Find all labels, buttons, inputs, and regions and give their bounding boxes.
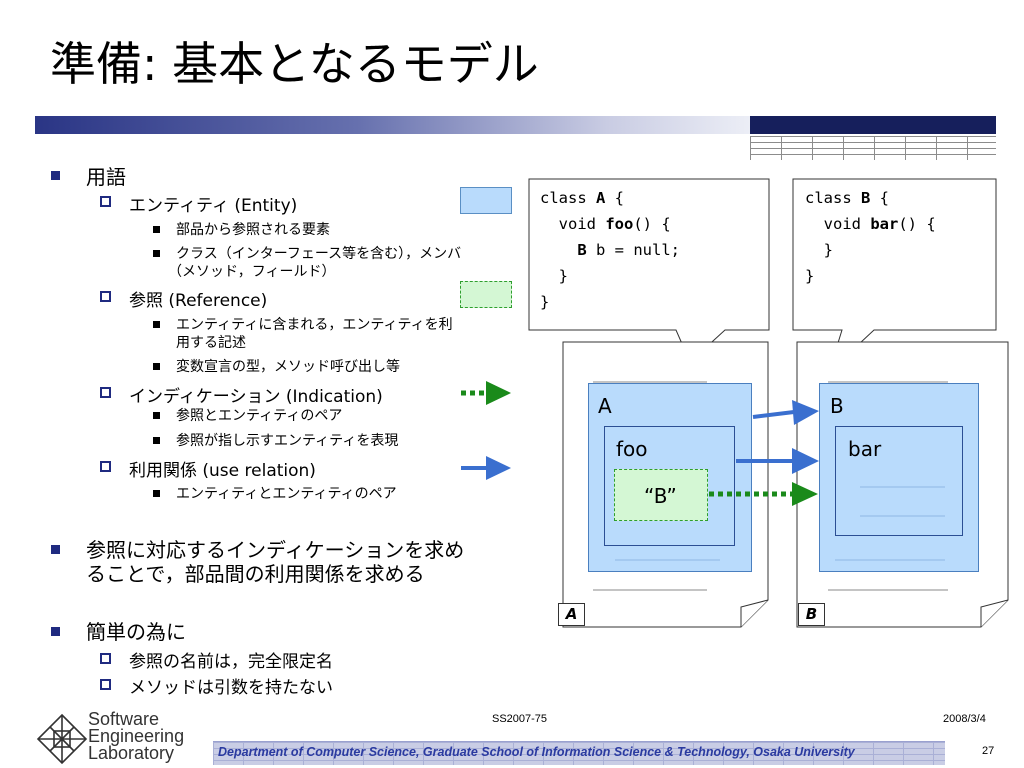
title-underline-bar bbox=[35, 116, 750, 134]
bullet-small-icon bbox=[153, 250, 160, 257]
code-class-b: class B { void bar() { } } bbox=[805, 189, 936, 285]
indication-desc: 参照とエンティティのペア bbox=[176, 408, 343, 424]
item-entity: エンティティ (Entity) bbox=[129, 196, 298, 216]
bullet-hollow-icon bbox=[100, 461, 111, 472]
legend-use-arrow-icon bbox=[461, 456, 511, 480]
use-relation-desc: エンティティとエンティティのペア bbox=[176, 486, 397, 502]
legend-entity-box bbox=[460, 187, 512, 214]
bullet-small-icon bbox=[153, 363, 160, 370]
footer-center-text: SS2007-75 bbox=[492, 713, 548, 725]
card-decorative-lines bbox=[593, 381, 948, 591]
reference-desc-cont: 用する記述 bbox=[176, 335, 246, 351]
bullet-square-icon bbox=[51, 171, 60, 180]
bullet-hollow-icon bbox=[100, 291, 111, 302]
item-reference: 参照 (Reference) bbox=[129, 291, 268, 311]
bullet-hollow-icon bbox=[100, 196, 111, 207]
legend-indication-arrow-icon bbox=[461, 381, 511, 405]
reference-desc: エンティティに含まれる，エンティティを利 bbox=[176, 317, 453, 333]
indication-desc-2: 参照が指し示すエンティティを表現 bbox=[176, 433, 399, 449]
entity-desc: 部品から参照される要素 bbox=[176, 222, 330, 238]
page-title: 準備: 基本となるモデル bbox=[50, 37, 539, 91]
code-class-a: class A { void foo() { B b = null; } } bbox=[540, 189, 680, 311]
logo-text: Software Engineering Laboratory bbox=[88, 709, 185, 763]
reference-box-b bbox=[614, 469, 708, 521]
footer-department: Department of Computer Science, Graduate… bbox=[218, 745, 855, 759]
footer-date: 2008/3/4 bbox=[943, 713, 986, 725]
simplify-item-2: メソッドは引数を持たない bbox=[129, 678, 333, 698]
bullet-small-icon bbox=[153, 490, 160, 497]
legend-reference-box bbox=[460, 281, 512, 308]
item-use-relation: 利用関係 (use relation) bbox=[129, 461, 316, 481]
entity-example-cont: （メソッド，フィールド） bbox=[168, 264, 336, 280]
method-foo-label: foo bbox=[616, 437, 648, 461]
footer-bar bbox=[213, 741, 945, 765]
bullet-simplify: 簡単の為に bbox=[86, 620, 186, 644]
bullet-small-icon bbox=[153, 226, 160, 233]
bullet-hollow-icon bbox=[100, 387, 111, 398]
bullet-small-icon bbox=[153, 412, 160, 419]
title-bar-dark-segment bbox=[750, 116, 996, 134]
entity-b-label: B bbox=[830, 394, 844, 418]
bullet-small-icon bbox=[153, 437, 160, 444]
sel-logo-icon bbox=[36, 713, 88, 765]
file-tag-a: A bbox=[558, 603, 585, 626]
simplify-item-1: 参照の名前は，完全限定名 bbox=[129, 652, 333, 672]
entity-example: クラス（インターフェース等を含む），メンバ bbox=[176, 246, 462, 262]
method-bar-label: bar bbox=[848, 437, 882, 461]
page-number: 27 bbox=[982, 745, 995, 757]
bullet-hollow-icon bbox=[100, 679, 111, 690]
use-arrow-a-to-b bbox=[752, 400, 819, 425]
item-indication: インディケーション (Indication) bbox=[129, 387, 383, 407]
reference-example: 変数宣言の型，メソッド呼び出し等 bbox=[176, 359, 400, 375]
indication-arrow-ref-to-b bbox=[709, 482, 818, 506]
method-box-bar bbox=[835, 426, 963, 536]
decorative-grid bbox=[750, 136, 996, 160]
entity-a-label: A bbox=[598, 394, 612, 418]
ref-b-label: “B” bbox=[644, 484, 677, 508]
goal-line-2: ることで，部品間の利用関係を求める bbox=[86, 562, 425, 586]
bullet-terms: 用語 bbox=[86, 165, 126, 189]
bullet-hollow-icon bbox=[100, 653, 111, 664]
bullet-small-icon bbox=[153, 321, 160, 328]
file-tag-b: B bbox=[798, 603, 825, 626]
bullet-square-icon bbox=[51, 627, 60, 636]
bullet-square-icon bbox=[51, 545, 60, 554]
use-arrow-foo-to-b bbox=[736, 448, 819, 474]
goal-line-1: 参照に対応するインディケーションを求め bbox=[86, 538, 465, 562]
